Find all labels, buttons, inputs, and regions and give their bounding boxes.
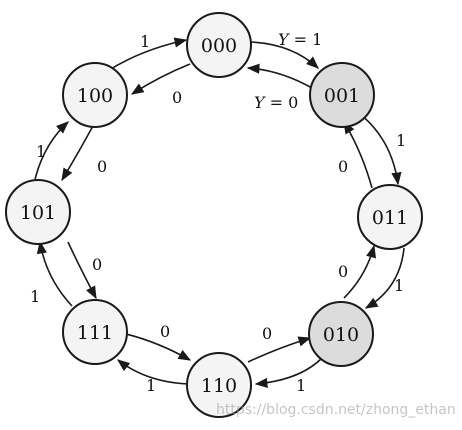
edge-101-to-111 — [67, 241, 97, 300]
label-001-to-011: 1 — [396, 131, 406, 150]
state-001: 001 — [309, 62, 375, 128]
label-010-to-110: 1 — [296, 376, 306, 395]
state-110-label: 110 — [201, 375, 237, 397]
edge-111-to-110 — [125, 333, 192, 361]
label-101-to-100: 1 — [36, 142, 46, 161]
label-001-to-000: Y = 0 — [254, 93, 298, 112]
state-111: 111 — [62, 299, 128, 365]
state-000: 000 — [186, 12, 252, 78]
label-000-to-001-var: Y — [278, 30, 294, 49]
label-010-to-011: 0 — [338, 262, 348, 281]
state-011-label: 011 — [372, 207, 408, 229]
state-111-label: 111 — [77, 322, 113, 344]
label-011-to-001: 0 — [338, 157, 348, 176]
edge-111-to-101 — [36, 240, 73, 307]
label-101-to-111: 0 — [92, 255, 102, 274]
state-100: 100 — [62, 62, 128, 128]
state-001-label: 001 — [324, 85, 360, 107]
state-110: 110 — [186, 352, 252, 418]
label-001-to-000-value: = 0 — [270, 93, 299, 112]
edge-001-to-000 — [246, 63, 313, 89]
state-100-label: 100 — [77, 85, 113, 107]
state-101-label: 101 — [20, 202, 56, 224]
edge-001-to-011 — [359, 113, 402, 186]
edge-110-to-111 — [116, 359, 189, 385]
label-110-to-010: 0 — [262, 324, 272, 343]
label-111-to-110: 0 — [160, 322, 170, 341]
state-101: 101 — [5, 179, 71, 245]
label-001-to-000-var: Y — [254, 93, 270, 112]
state-010-label: 010 — [323, 324, 359, 346]
label-110-to-111: 1 — [146, 376, 156, 395]
label-111-to-101: 1 — [30, 287, 40, 306]
label-000-to-001-value: = 1 — [294, 30, 323, 49]
label-000-to-100: 0 — [172, 88, 182, 107]
edge-011-to-001 — [343, 120, 373, 189]
edge-100-to-101 — [61, 123, 95, 182]
edge-010-to-011 — [343, 244, 376, 299]
edge-010-to-110 — [254, 357, 323, 389]
edge-011-to-010 — [364, 247, 405, 309]
label-000-to-001: Y = 1 — [278, 30, 322, 49]
watermark: https://blog.csdn.net/zhong_ethan — [216, 402, 456, 418]
state-000-label: 000 — [201, 35, 237, 57]
label-100-to-000: 1 — [140, 32, 150, 51]
edge-101-to-100 — [33, 121, 69, 185]
edge-000-to-001 — [250, 41, 319, 69]
label-100-to-101: 0 — [97, 157, 107, 176]
edge-000-to-100 — [130, 63, 191, 95]
edge-110-to-010 — [247, 336, 312, 363]
state-011: 011 — [357, 184, 423, 250]
state-010: 010 — [308, 301, 374, 367]
label-011-to-010: 1 — [394, 276, 404, 295]
